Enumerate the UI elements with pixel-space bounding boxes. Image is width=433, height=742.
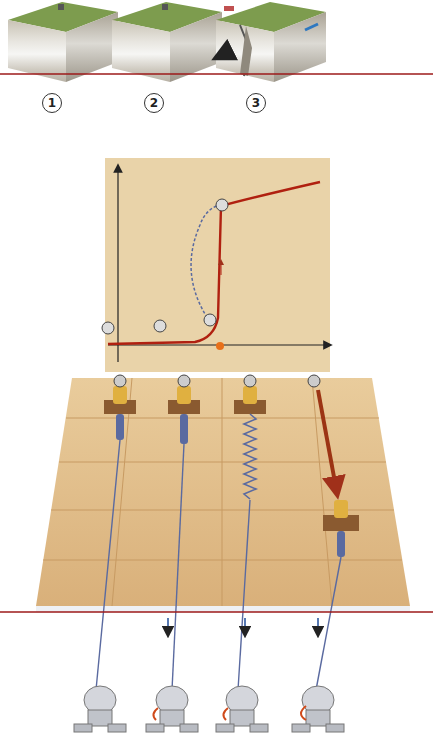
terrain-block (112, 2, 222, 82)
callout-number: 3 (246, 93, 266, 113)
mount (104, 375, 136, 440)
callout-number: 2 (144, 93, 164, 113)
terrain-block (8, 2, 118, 82)
callout-number: 1 (42, 93, 62, 113)
small-arrows (168, 618, 318, 632)
mount (234, 375, 266, 499)
mount (168, 375, 200, 444)
mount (308, 375, 359, 557)
faulted-terrain-block (216, 2, 326, 82)
graph-panel (102, 158, 330, 372)
board (36, 375, 410, 690)
robot-figures (74, 686, 344, 732)
rule (0, 611, 433, 613)
rule (0, 73, 433, 75)
